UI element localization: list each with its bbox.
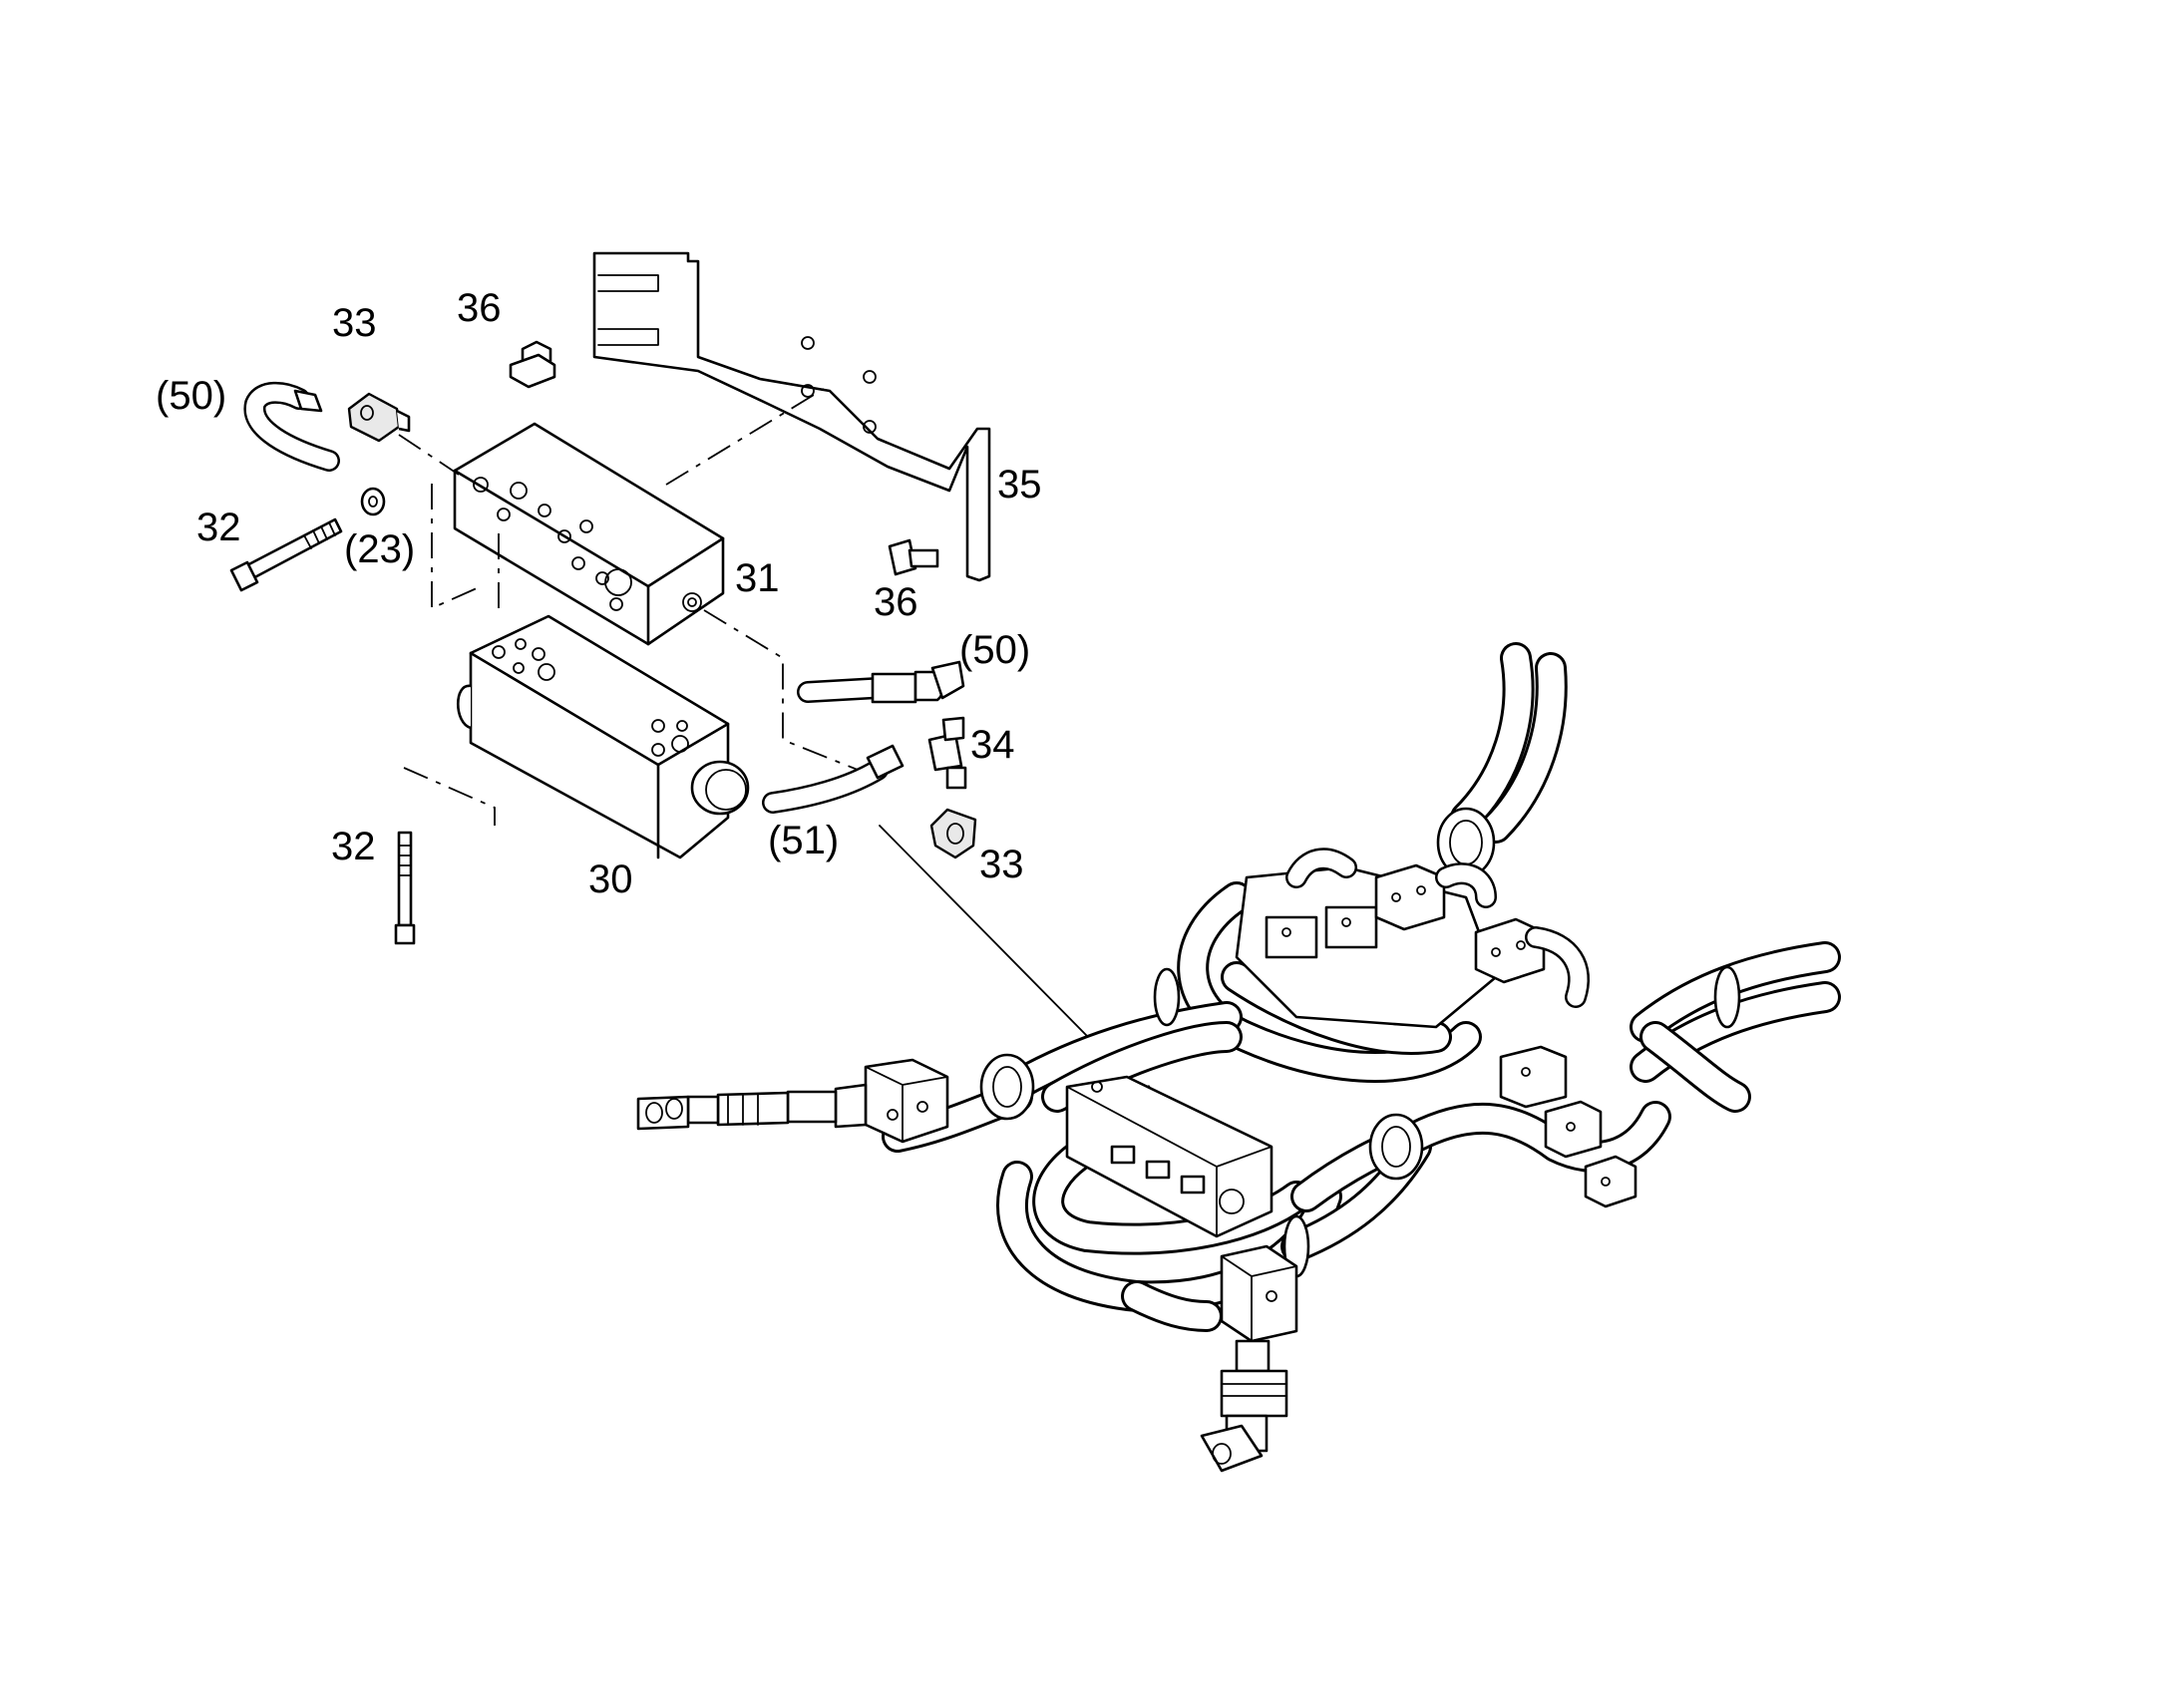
- callout-35: 35: [997, 463, 1042, 507]
- callout-31: 31: [735, 556, 780, 600]
- assembly-lines: [398, 388, 874, 826]
- callout-labels: 33 36 (50) 32 (23) 35 31 36 (50) 34 (51)…: [156, 286, 1042, 901]
- callout-33-lower: 33: [979, 843, 1024, 886]
- callout-23: (23): [344, 527, 415, 571]
- hose-50-right: [797, 660, 965, 704]
- washer-23: [360, 487, 386, 516]
- bolt-36-upper: [509, 340, 556, 389]
- callout-50-right: (50): [959, 628, 1030, 672]
- callout-33-upper: 33: [332, 301, 377, 345]
- callout-36-right: 36: [874, 580, 918, 624]
- hydraulic-harness-assembly: [636, 642, 1841, 1473]
- bolt-32-upper: [229, 517, 343, 592]
- callout-32-upper: 32: [196, 506, 241, 549]
- valve-block-30: [457, 614, 750, 859]
- callout-36-upper: 36: [457, 286, 502, 330]
- valve-block-31: [453, 422, 725, 646]
- fitting-33-lower: [929, 808, 977, 859]
- hose-51: [762, 744, 905, 814]
- callout-51: (51): [768, 819, 839, 862]
- hose-50-left: [243, 381, 340, 472]
- callout-30: 30: [588, 857, 633, 901]
- fitting-34: [927, 716, 967, 790]
- bolt-32-lower: [394, 831, 416, 945]
- fitting-33-upper: [347, 392, 411, 443]
- bolt-36-right: [888, 538, 939, 576]
- callout-50-left: (50): [156, 374, 226, 418]
- mounting-bracket: [592, 251, 991, 582]
- callout-34: 34: [970, 723, 1015, 767]
- callout-32-lower: 32: [331, 825, 376, 868]
